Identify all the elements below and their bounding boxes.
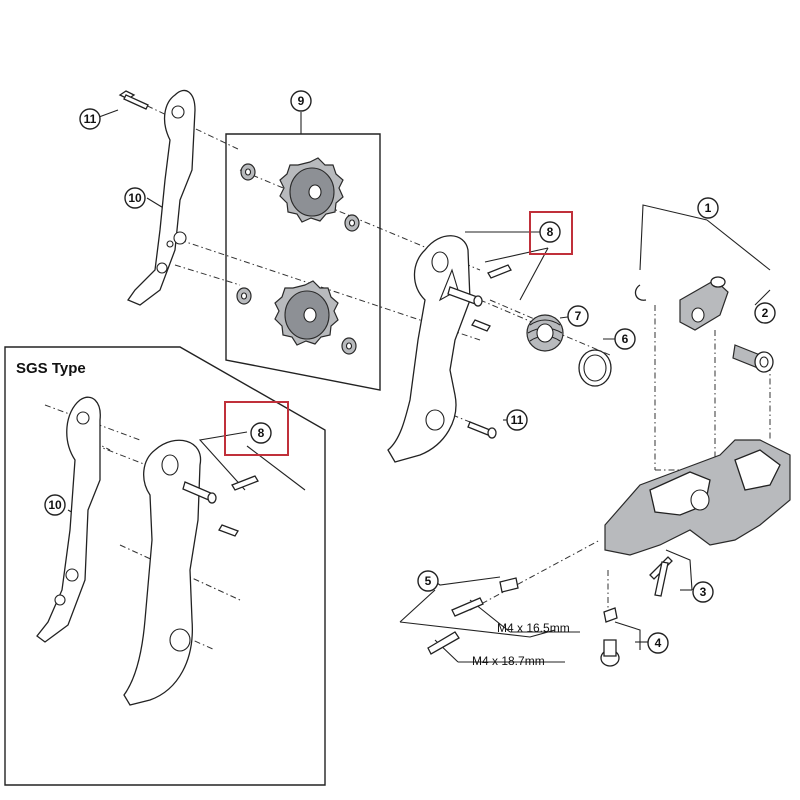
lower-pulley xyxy=(274,280,339,346)
callout-2: 2 xyxy=(754,302,776,324)
bolts-5 xyxy=(427,577,519,655)
svg-text:8: 8 xyxy=(547,225,554,239)
svg-text:10: 10 xyxy=(48,498,62,512)
sgs-title: SGS Type xyxy=(16,360,86,377)
callout-8-sgs: 8 xyxy=(250,422,272,444)
highlight-box-8 xyxy=(529,211,573,255)
bolt-11-top xyxy=(118,90,149,110)
spring-7 xyxy=(526,314,564,352)
dimension-label-short-bolt: M4 x 16.5mm xyxy=(497,621,570,635)
svg-text:11: 11 xyxy=(84,112,97,126)
callout-5: 5 xyxy=(417,570,439,592)
screw-3 xyxy=(649,556,673,597)
outer-plate-main xyxy=(387,235,512,463)
highlight-box-8-sgs xyxy=(224,401,289,456)
ring-6 xyxy=(578,349,612,387)
sgs-type-box: SGS Type xyxy=(4,346,326,786)
svg-text:9: 9 xyxy=(298,94,305,108)
svg-text:1: 1 xyxy=(705,201,712,215)
svg-text:5: 5 xyxy=(425,574,432,588)
upper-pulley xyxy=(279,157,344,223)
callout-3: 3 xyxy=(692,581,714,603)
derailleur-body xyxy=(604,439,791,556)
dimension-label-long-bolt: M4 x 18.7mm xyxy=(472,654,545,668)
callout-10-sgs: 10 xyxy=(44,494,66,516)
callout-6: 6 xyxy=(614,328,636,350)
svg-text:7: 7 xyxy=(575,309,582,323)
callout-1: 1 xyxy=(697,197,719,219)
svg-text:4: 4 xyxy=(655,636,662,650)
svg-text:11: 11 xyxy=(511,413,524,427)
callout-9: 9 xyxy=(290,90,312,112)
callout-11-lower: 11 xyxy=(506,409,528,431)
callout-10-top: 10 xyxy=(124,187,146,209)
pulley-set-9 xyxy=(225,133,381,391)
callout-11-top: 11 xyxy=(79,108,101,130)
callout-7: 7 xyxy=(567,305,589,327)
screw-4 xyxy=(600,607,620,667)
svg-text:8: 8 xyxy=(258,426,265,440)
callout-4: 4 xyxy=(647,632,669,654)
svg-text:3: 3 xyxy=(700,585,707,599)
adjust-bolt-2 xyxy=(732,344,774,373)
svg-text:2: 2 xyxy=(762,306,769,320)
inner-plate-10 xyxy=(127,89,196,306)
link-assembly-1 xyxy=(634,276,729,331)
bolt-11-lower xyxy=(467,421,497,439)
callout-8: 8 xyxy=(539,221,561,243)
svg-text:6: 6 xyxy=(622,332,629,346)
axis-lines xyxy=(44,99,771,651)
svg-text:10: 10 xyxy=(128,191,142,205)
